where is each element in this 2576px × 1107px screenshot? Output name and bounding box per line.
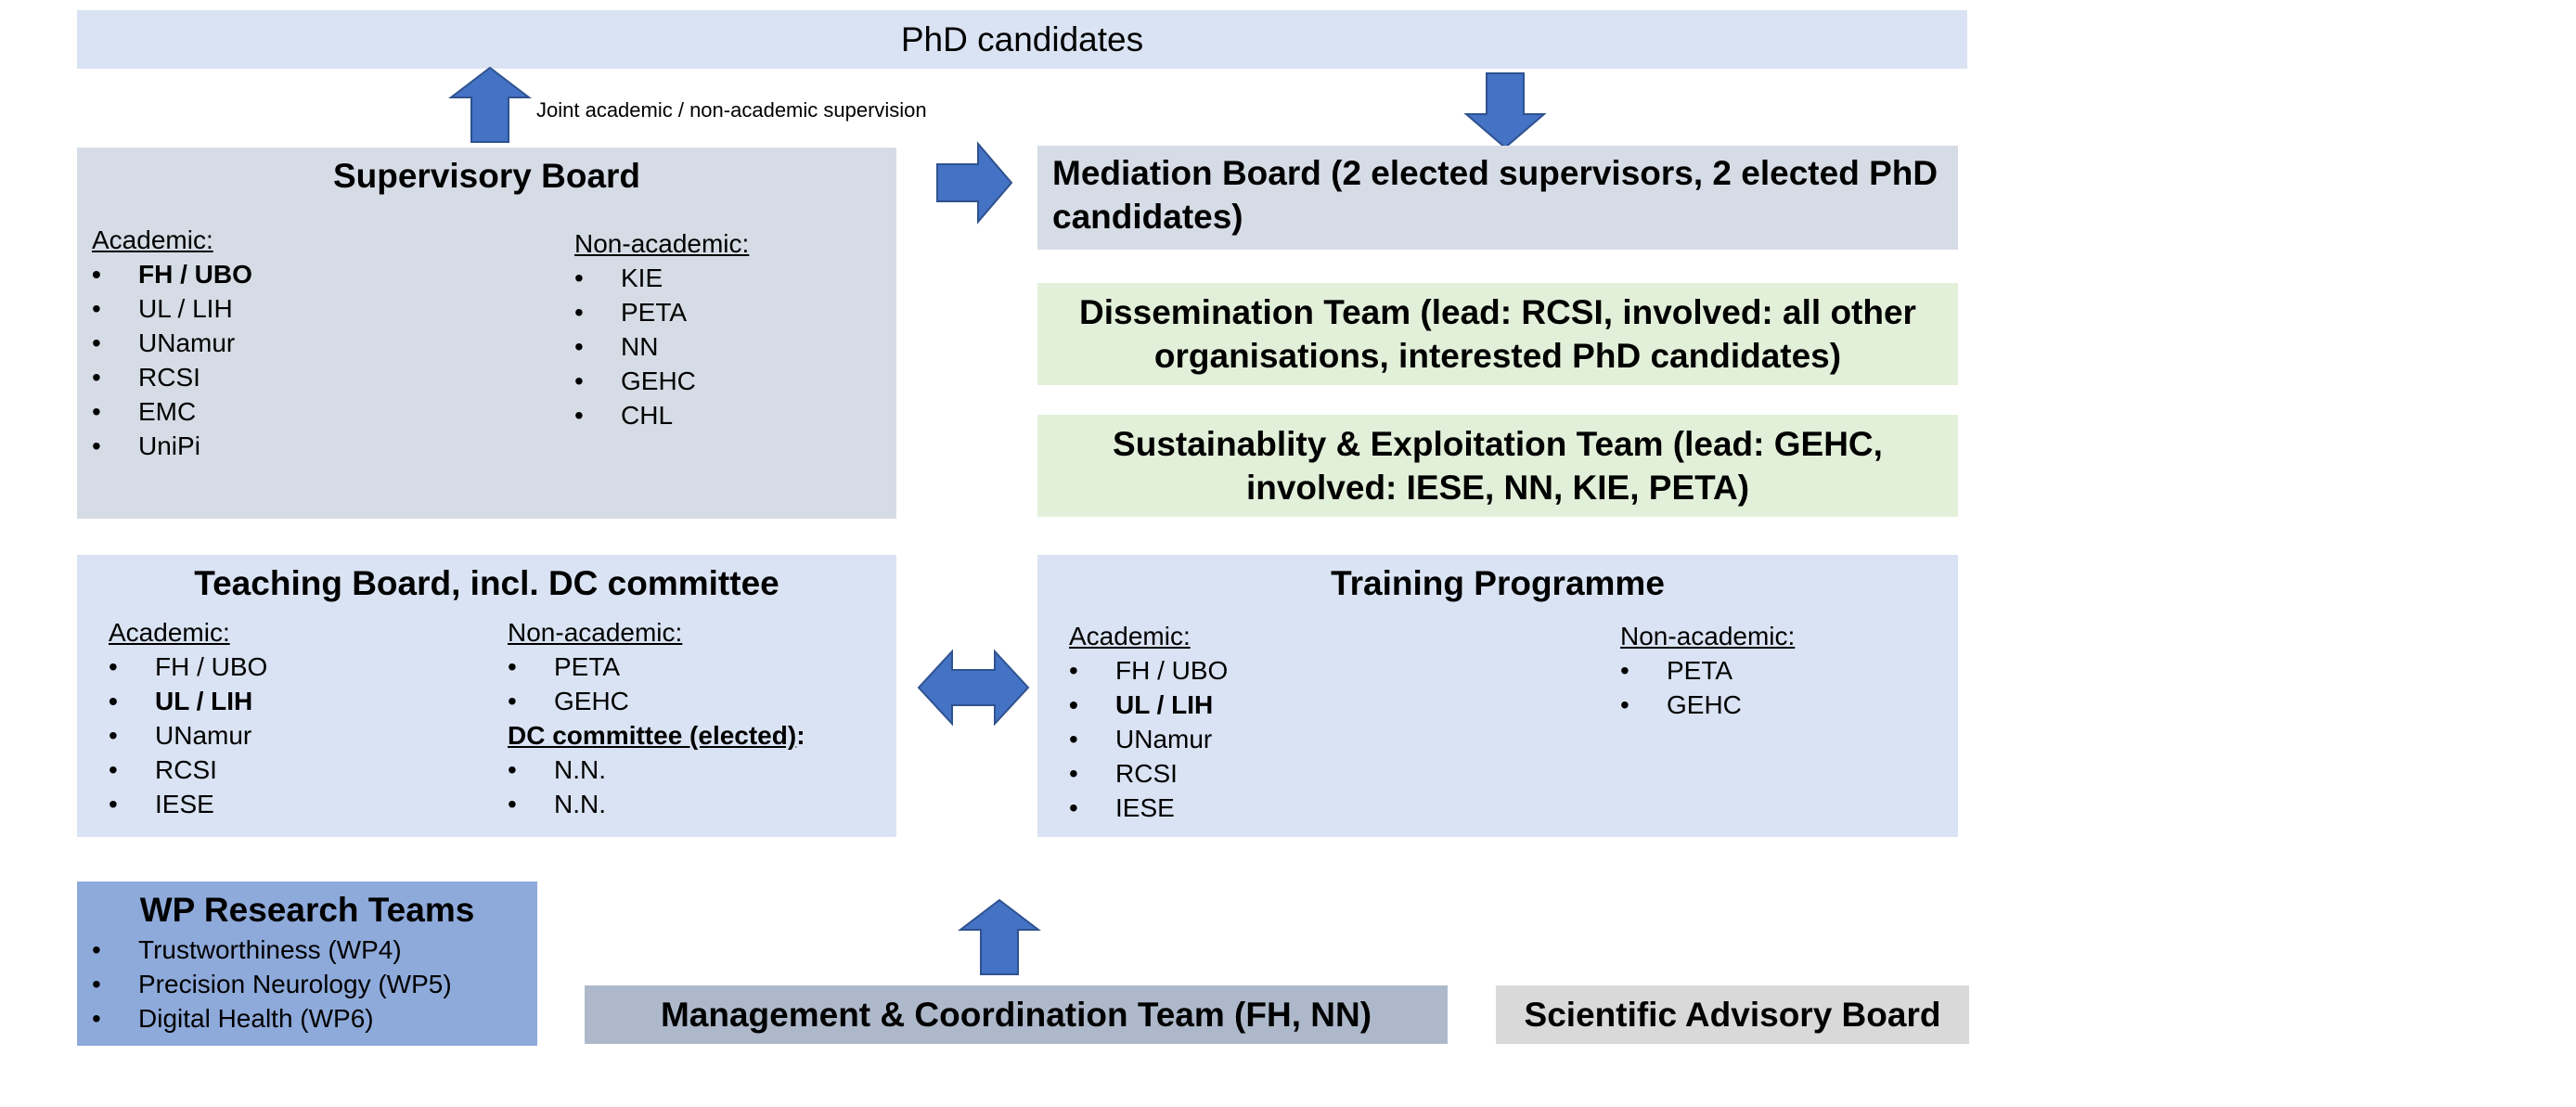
supervisory-board-title: Supervisory Board bbox=[332, 157, 641, 195]
arrow-right-icon bbox=[936, 141, 1013, 225]
list-item: RCSI bbox=[1069, 756, 1228, 791]
list-item: GEHC bbox=[1620, 688, 1795, 722]
wp-research-teams-list: Trustworthiness (WP4) Precision Neurolog… bbox=[92, 933, 452, 1036]
supervisory-nonacademic-label: Non-academic: bbox=[574, 229, 750, 258]
dissemination-team-box: Dissemination Team (lead: RCSI, involved… bbox=[1037, 283, 1958, 385]
teaching-nonacademic-label: Non-academic: bbox=[508, 618, 683, 647]
supervisory-nonacademic-list: KIE PETA NN GEHC CHL bbox=[574, 261, 749, 432]
list-item: KIE bbox=[574, 261, 749, 295]
list-item: UNamur bbox=[109, 718, 267, 753]
list-item: RCSI bbox=[92, 360, 252, 394]
list-item: N.N. bbox=[508, 787, 805, 821]
training-programme-title: Training Programme bbox=[1331, 564, 1665, 602]
training-nonacademic-list: PETA GEHC bbox=[1620, 653, 1795, 722]
training-academic-label: Academic: bbox=[1069, 622, 1191, 650]
teaching-academic-label: Academic: bbox=[109, 618, 230, 647]
dc-committee-list: N.N. N.N. bbox=[508, 753, 805, 821]
training-academic-column: Academic: FH / UBO UL / LIH UNamur RCSI … bbox=[1069, 619, 1228, 825]
training-programme-box: Training Programme Academic: FH / UBO UL… bbox=[1037, 555, 1958, 837]
supervision-note: Joint academic / non-academic supervisio… bbox=[536, 98, 927, 122]
arrow-double-icon bbox=[917, 649, 1030, 727]
supervisory-nonacademic-column: Non-academic: KIE PETA NN GEHC CHL bbox=[574, 226, 749, 432]
teaching-academic-list: FH / UBO UL / LIH UNamur RCSI IESE bbox=[109, 650, 267, 821]
sustainability-team-title: Sustainablity & Exploitation Team (lead:… bbox=[1113, 425, 1883, 507]
teaching-board-box: Teaching Board, incl. DC committee Acade… bbox=[77, 555, 896, 837]
supervisory-academic-column: Academic: FH / UBO UL / LIH UNamur RCSI … bbox=[92, 223, 252, 463]
mediation-board-box: Mediation Board (2 elected supervisors, … bbox=[1037, 146, 1958, 250]
list-item: GEHC bbox=[574, 364, 749, 398]
list-item: Trustworthiness (WP4) bbox=[92, 933, 452, 967]
training-nonacademic-column: Non-academic: PETA GEHC bbox=[1620, 619, 1795, 722]
training-nonacademic-label: Non-academic: bbox=[1620, 622, 1796, 650]
management-team-title: Management & Coordination Team (FH, NN) bbox=[660, 995, 1372, 1034]
list-item: IESE bbox=[1069, 791, 1228, 825]
list-item: CHL bbox=[574, 398, 749, 432]
arrow-up-icon bbox=[448, 66, 532, 143]
training-academic-list: FH / UBO UL / LIH UNamur RCSI IESE bbox=[1069, 653, 1228, 825]
list-item: UL / LIH bbox=[92, 291, 252, 326]
sustainability-team-box: Sustainablity & Exploitation Team (lead:… bbox=[1037, 415, 1958, 517]
arrow-down-icon bbox=[1463, 72, 1547, 149]
list-item: UL / LIH bbox=[1069, 688, 1228, 722]
list-item: EMC bbox=[92, 394, 252, 429]
list-item: FH / UBO bbox=[109, 650, 267, 684]
scientific-advisory-board-title: Scientific Advisory Board bbox=[1524, 995, 1941, 1034]
mediation-board-title: Mediation Board (2 elected supervisors, … bbox=[1052, 154, 1938, 236]
list-item: GEHC bbox=[508, 684, 805, 718]
scientific-advisory-board-box: Scientific Advisory Board bbox=[1496, 985, 1969, 1044]
list-item: UniPi bbox=[92, 429, 252, 463]
list-item: FH / UBO bbox=[92, 257, 252, 291]
phd-candidates-box: PhD candidates bbox=[77, 10, 1967, 69]
wp-research-teams-title: WP Research Teams bbox=[139, 891, 475, 929]
supervisory-board-box: Supervisory Board Academic: FH / UBO UL … bbox=[77, 148, 896, 519]
wp-research-teams-column: Trustworthiness (WP4) Precision Neurolog… bbox=[92, 933, 452, 1036]
dissemination-team-title: Dissemination Team (lead: RCSI, involved… bbox=[1079, 293, 1916, 375]
teaching-nonacademic-column: Non-academic: PETA GEHC DC committee (el… bbox=[508, 615, 805, 821]
phd-candidates-title: PhD candidates bbox=[900, 19, 1144, 58]
wp-research-teams-box: WP Research Teams Trustworthiness (WP4) … bbox=[77, 882, 537, 1046]
list-item: PETA bbox=[508, 650, 805, 684]
dc-committee-heading: DC committee (elected): bbox=[508, 718, 805, 753]
management-team-box: Management & Coordination Team (FH, NN) bbox=[585, 985, 1448, 1044]
supervisory-academic-label: Academic: bbox=[92, 225, 213, 254]
list-item: PETA bbox=[1620, 653, 1795, 688]
list-item: UNamur bbox=[1069, 722, 1228, 756]
list-item: Digital Health (WP6) bbox=[92, 1001, 452, 1036]
teaching-nonacademic-list: PETA GEHC bbox=[508, 650, 805, 718]
list-item: NN bbox=[574, 329, 749, 364]
dc-committee-colon: : bbox=[796, 721, 805, 750]
list-item: Precision Neurology (WP5) bbox=[92, 967, 452, 1001]
supervisory-academic-list: FH / UBO UL / LIH UNamur RCSI EMC UniPi bbox=[92, 257, 252, 463]
teaching-academic-column: Academic: FH / UBO UL / LIH UNamur RCSI … bbox=[109, 615, 267, 821]
dc-committee-label: DC committee (elected) bbox=[508, 721, 797, 750]
list-item: FH / UBO bbox=[1069, 653, 1228, 688]
teaching-board-title: Teaching Board, incl. DC committee bbox=[194, 564, 779, 602]
list-item: RCSI bbox=[109, 753, 267, 787]
list-item: UNamur bbox=[92, 326, 252, 360]
list-item: PETA bbox=[574, 295, 749, 329]
list-item: N.N. bbox=[508, 753, 805, 787]
arrow-up-icon bbox=[958, 898, 1041, 975]
list-item: IESE bbox=[109, 787, 267, 821]
list-item: UL / LIH bbox=[109, 684, 267, 718]
